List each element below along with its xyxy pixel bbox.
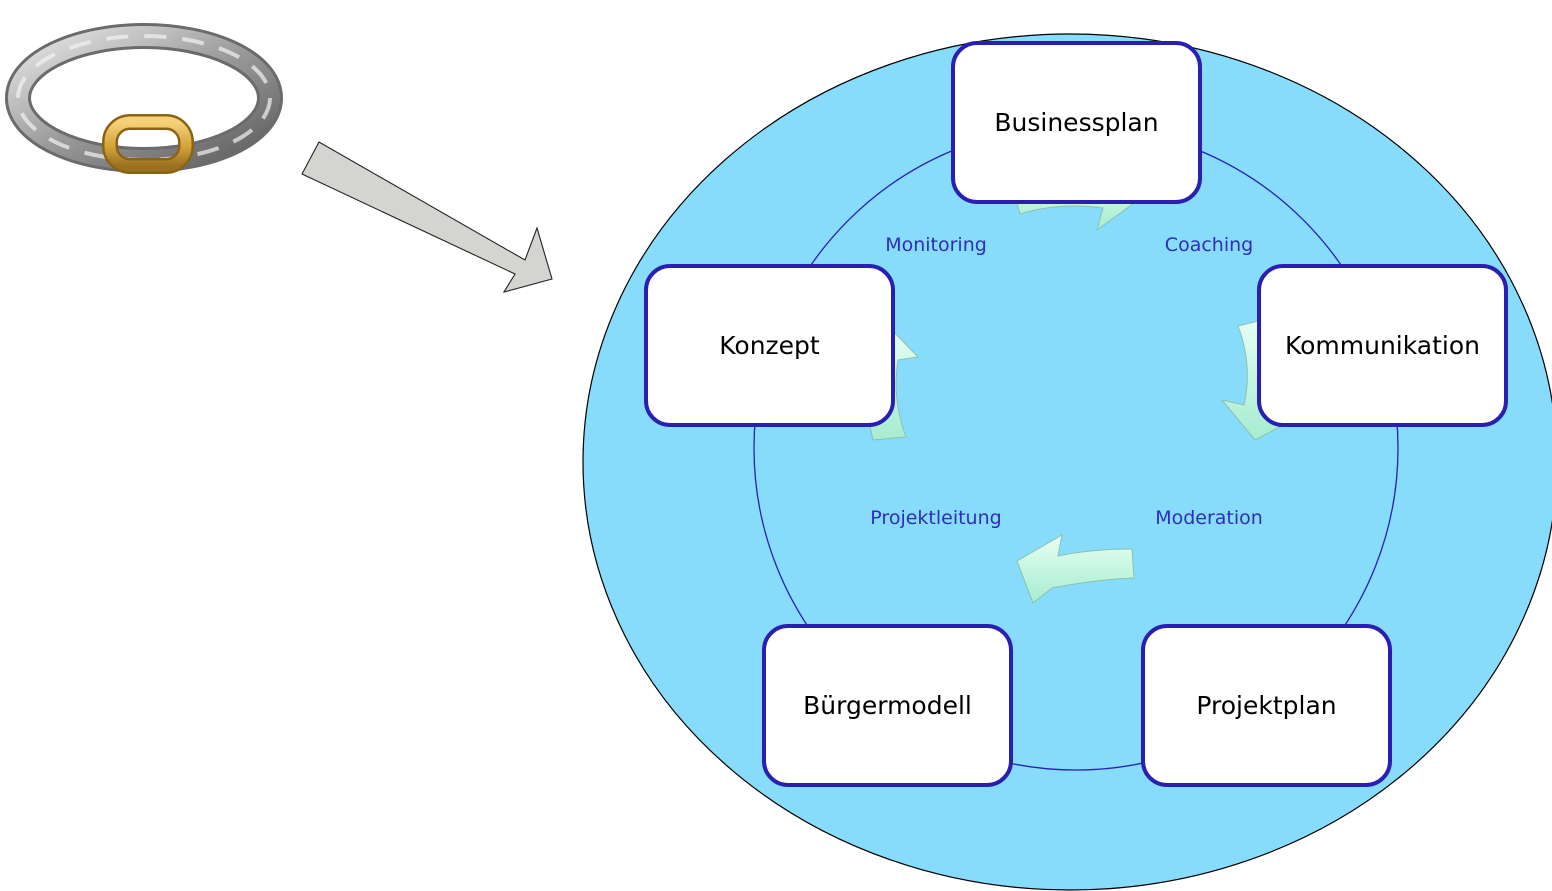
label-projektleitung: Projektleitung (870, 507, 1002, 529)
box-projektplan: Projektplan (1141, 624, 1392, 787)
box-buergermodell: Bürgermodell (762, 624, 1013, 787)
chain-ring-icon (5, 23, 283, 174)
label-moderation: Moderation (1155, 507, 1263, 529)
box-businessplan: Businessplan (951, 41, 1202, 204)
box-projektplan-label: Projektplan (1196, 691, 1337, 720)
box-konzept: Konzept (644, 264, 895, 427)
label-monitoring: Monitoring (885, 234, 987, 256)
cycle-arrow-icon (1016, 534, 1135, 604)
pointer-arrow-icon (301, 141, 553, 293)
box-businessplan-label: Businessplan (994, 108, 1159, 137)
box-kommunikation-label: Kommunikation (1284, 331, 1481, 360)
box-konzept-label: Konzept (719, 331, 820, 360)
label-coaching: Coaching (1164, 234, 1254, 256)
box-buergermodell-label: Bürgermodell (803, 691, 972, 720)
box-kommunikation: Kommunikation (1257, 264, 1508, 427)
